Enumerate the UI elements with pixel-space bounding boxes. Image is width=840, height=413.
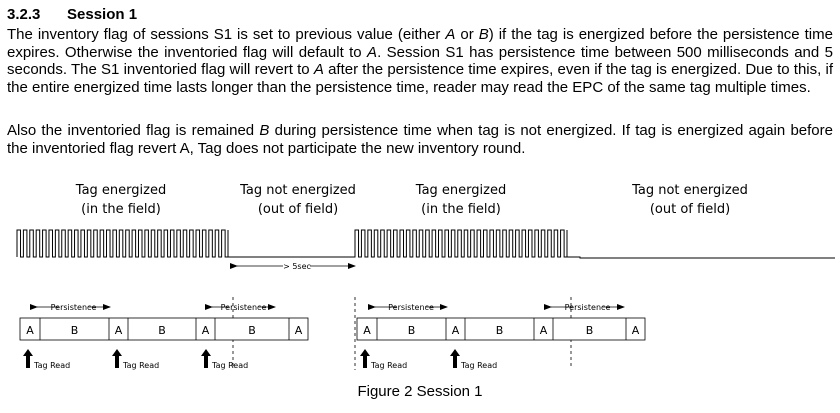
flag-cell-b: B — [496, 324, 504, 337]
session1-timing-diagram: Tag energized (in the field) Tag not ene… — [16, 183, 835, 370]
flag-cell-b: B — [408, 324, 416, 337]
flag-cell-a: A — [26, 324, 34, 337]
tag-read-markers: Tag Read Tag Read Tag Read Tag Read Tag Read — [23, 349, 497, 370]
section-number: 3.2.3 — [7, 6, 41, 23]
text-run: ) if the tag is energized before the per… — [7, 26, 833, 61]
phase-label-energized-1-sub: (in the field) — [81, 202, 161, 217]
phase-label-not-energized-1-sub: (out of field) — [258, 202, 338, 217]
persistence-label: Persistence — [51, 303, 97, 312]
flag-b-italic: B — [259, 122, 270, 139]
paragraph-persistence-description: The inventory flag of sessions S1 is set… — [7, 26, 833, 96]
paragraph-not-energized-description: Also the inventoried flag is remained B … — [7, 122, 833, 157]
flag-cell-b: B — [71, 324, 79, 337]
tag-read-label: Tag Read — [370, 361, 407, 370]
text-run: Also the inventoried flag is remained — [7, 122, 260, 139]
persistence-label: Persistence — [565, 303, 611, 312]
persistence-label: Persistence — [221, 303, 267, 312]
tag-read-arrow-icon — [450, 349, 460, 368]
text-run: during persistence time when tag is not … — [7, 122, 833, 157]
energized-waveform-2 — [354, 229, 835, 259]
section-title: Session 1 — [67, 6, 138, 23]
flag-cell-b: B — [248, 324, 256, 337]
flag-a-italic: A — [445, 26, 456, 43]
text-run: or — [455, 26, 479, 43]
tag-read-label: Tag Read — [122, 361, 159, 370]
figure-caption: Figure 2 Session 1 — [357, 383, 483, 400]
tag-read-label: Tag Read — [460, 361, 497, 370]
tag-read-arrow-icon — [360, 349, 370, 368]
flag-cell-a: A — [632, 324, 640, 337]
flag-cell-b: B — [586, 324, 594, 337]
flag-cell-b: B — [158, 324, 166, 337]
flag-row-frame — [19, 317, 309, 341]
text-run: after the persistence time expires, even… — [7, 61, 833, 96]
persistence-label: Persistence — [388, 303, 434, 312]
tag-read-arrow-icon — [23, 349, 33, 368]
dashed-markers — [232, 297, 572, 370]
flag-row-frame — [356, 317, 646, 341]
flag-cell-a: A — [295, 324, 303, 337]
energized-waveform-1 — [16, 229, 356, 258]
flag-a-italic: A — [367, 43, 378, 61]
section-heading: 3.2.3 Session 1 — [7, 6, 137, 23]
tag-read-arrow-icon — [201, 349, 211, 368]
phase-label-not-energized-2: Tag not energized — [631, 183, 748, 198]
tag-read-arrow-icon — [112, 349, 122, 368]
flag-b-italic: B — [478, 26, 489, 43]
phase-label-energized-2-sub: (in the field) — [421, 202, 501, 217]
flag-cell-a: A — [452, 324, 460, 337]
tag-read-label: Tag Read — [211, 361, 248, 370]
persistence-annotations: Persistence Persistence Persistence Persist… — [30, 303, 625, 312]
phase-label-energized-2: Tag energized — [415, 183, 506, 198]
tag-read-label: Tag Read — [33, 361, 70, 370]
phase-label-energized-1: Tag energized — [75, 183, 166, 198]
flag-cell-a: A — [115, 324, 123, 337]
text-run: The inventory flag of sessions S1 is set… — [7, 26, 446, 43]
phase-label-not-energized-1: Tag not energized — [239, 183, 356, 198]
phase-label-not-energized-2-sub: (out of field) — [650, 202, 730, 217]
flag-cell-a: A — [540, 324, 548, 337]
flag-a-italic: A — [313, 61, 324, 78]
gap-label: > 5sec — [283, 262, 311, 271]
flag-cell-a: A — [363, 324, 371, 337]
text-run: . Session S1 has persistence time betwee… — [7, 43, 833, 79]
flag-cell-a: A — [202, 324, 210, 337]
